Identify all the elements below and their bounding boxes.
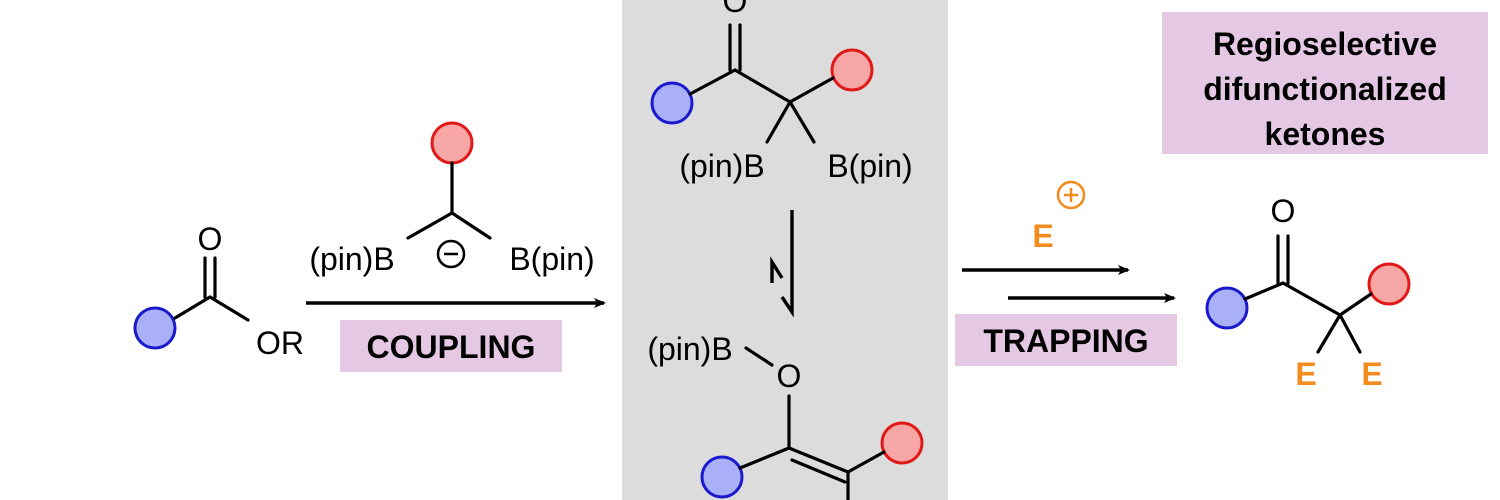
- trapping-tag: TRAPPING: [955, 314, 1177, 366]
- ester-or-group: OR: [256, 325, 304, 361]
- ester-carbonyl-oxygen: O: [198, 221, 223, 257]
- red-group-icon: [830, 48, 874, 92]
- electrophile: E: [1032, 180, 1086, 254]
- equilibrium-arrows: [770, 210, 794, 318]
- blue-group-icon: [133, 306, 177, 350]
- product-electrophile-2: E: [1361, 356, 1382, 392]
- intermediate-carbonyl-oxygen: O: [723, 0, 748, 19]
- red-group-icon: [880, 421, 924, 465]
- coupling-label: COUPLING: [367, 329, 536, 365]
- intermediate-left-boron: (pin)B: [679, 148, 764, 184]
- intermediate-ketone: O (pin)B B(pin): [650, 0, 913, 184]
- reagent-left-boron: (pin)B: [309, 241, 394, 277]
- headline-tag: Regioselective difunctionalized ketones: [1162, 12, 1488, 154]
- coupling-tag: COUPLING: [340, 320, 562, 372]
- product-electrophile-1: E: [1295, 356, 1316, 392]
- blue-group-icon: [700, 455, 744, 499]
- intermediate-right-boron: B(pin): [827, 148, 912, 184]
- blue-group-icon: [1205, 286, 1249, 330]
- boron-enolate: (pin)B O: [647, 331, 924, 500]
- headline-line-1: Regioselective: [1213, 26, 1437, 62]
- product-carbonyl-oxygen: O: [1271, 193, 1296, 229]
- electrophile-label: E: [1032, 218, 1053, 254]
- trapping-label: TRAPPING: [983, 323, 1148, 359]
- product-ketone: O E E: [1205, 193, 1411, 392]
- red-group-icon: [430, 121, 474, 165]
- enolate-boron: (pin)B: [647, 331, 732, 367]
- headline-line-2: difunctionalized: [1203, 71, 1447, 107]
- red-group-icon: [1367, 262, 1411, 306]
- circled-plus-icon: [1056, 180, 1086, 210]
- enolate-oxygen: O: [777, 358, 802, 394]
- blue-group-icon: [650, 81, 694, 125]
- circled-minus-icon: [436, 239, 466, 269]
- reagent-right-boron: B(pin): [509, 241, 594, 277]
- diboryl-reagent: (pin)B B(pin): [309, 121, 595, 277]
- ester-structure: O OR: [133, 221, 304, 361]
- headline-line-3: ketones: [1265, 116, 1386, 152]
